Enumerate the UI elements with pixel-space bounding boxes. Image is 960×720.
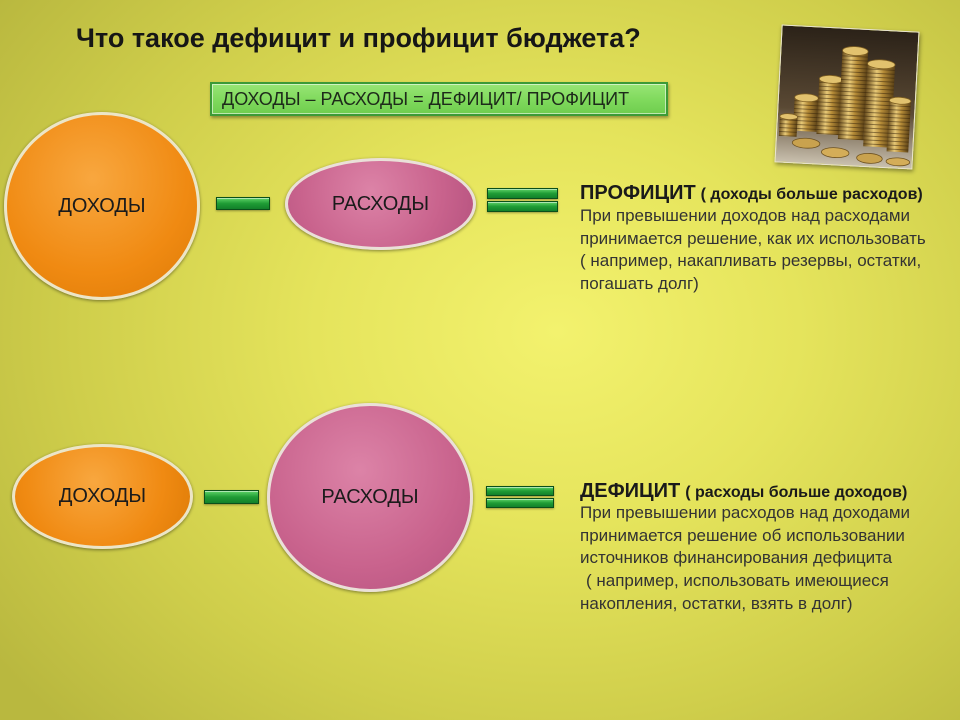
surplus-income-label: ДОХОДЫ (58, 194, 146, 217)
deficit-line: ( например, использовать имеющиеся (586, 571, 889, 591)
formula-box: ДОХОДЫ – РАСХОДЫ = ДЕФИЦИТ/ ПРОФИЦИТ (210, 82, 668, 116)
deficit-line: накопления, остатки, взять в долг) (580, 593, 853, 613)
equals-sign (486, 486, 554, 508)
surplus-heading: ПРОФИЦИТ( доходы больше расходов) (580, 181, 923, 207)
deficit-line: принимается решение об использовании (580, 525, 905, 545)
equals-bar-bottom (486, 498, 554, 508)
coin-stack (778, 113, 798, 137)
deficit-description: При превышении расходов над доходами при… (580, 502, 910, 616)
deficit-line: При превышении расходов над доходами (580, 503, 910, 522)
deficit-line: источников финансирования дефицита (580, 548, 893, 568)
coin-stack (863, 59, 896, 148)
deficit-income-label: ДОХОДЫ (58, 485, 147, 507)
slide-title: Что такое дефицит и профицит бюджета? (76, 23, 641, 53)
coin-stack (816, 75, 844, 136)
minus-sign (216, 197, 270, 210)
surplus-line: При превышении доходов над расходами (580, 206, 910, 225)
loose-coins (791, 137, 911, 167)
equals-bar-top (487, 188, 558, 199)
coin-stack (792, 93, 819, 132)
surplus-expense-ellipse: РАСХОДЫ (285, 158, 476, 250)
deficit-expense-label: РАСХОДЫ (321, 486, 419, 508)
deficit-expense-circle: РАСХОДЫ (267, 403, 473, 592)
equals-bar-top (486, 486, 554, 496)
surplus-term: ПРОФИЦИТ (580, 182, 696, 204)
equals-bar-bottom (487, 201, 558, 212)
equals-sign (487, 188, 558, 212)
surplus-line: погашать долг) (580, 274, 699, 294)
surplus-line: принимается решение, как их использовать (580, 228, 926, 248)
surplus-expense-label: РАСХОДЫ (331, 192, 430, 215)
surplus-income-circle: ДОХОДЫ (4, 112, 200, 300)
surplus-description: При превышении доходов над расходами при… (580, 205, 926, 296)
minus-sign (204, 490, 259, 504)
deficit-note: ( расходы больше доходов) (685, 484, 908, 501)
formula-text: ДОХОДЫ – РАСХОДЫ = ДЕФИЦИТ/ ПРОФИЦИТ (222, 89, 630, 109)
deficit-income-ellipse: ДОХОДЫ (12, 444, 193, 549)
coins-photo (774, 24, 920, 170)
deficit-term: ДЕФИЦИТ (580, 480, 681, 502)
surplus-line: ( например, накапливать резервы, остатки… (580, 251, 922, 271)
coin-stack (886, 96, 912, 153)
coins-photo-graphic (775, 25, 919, 169)
deficit-heading: ДЕФИЦИТ( расходы больше доходов) (580, 479, 907, 505)
coin-stack (837, 46, 869, 141)
surplus-note: ( доходы больше расходов) (700, 186, 923, 203)
